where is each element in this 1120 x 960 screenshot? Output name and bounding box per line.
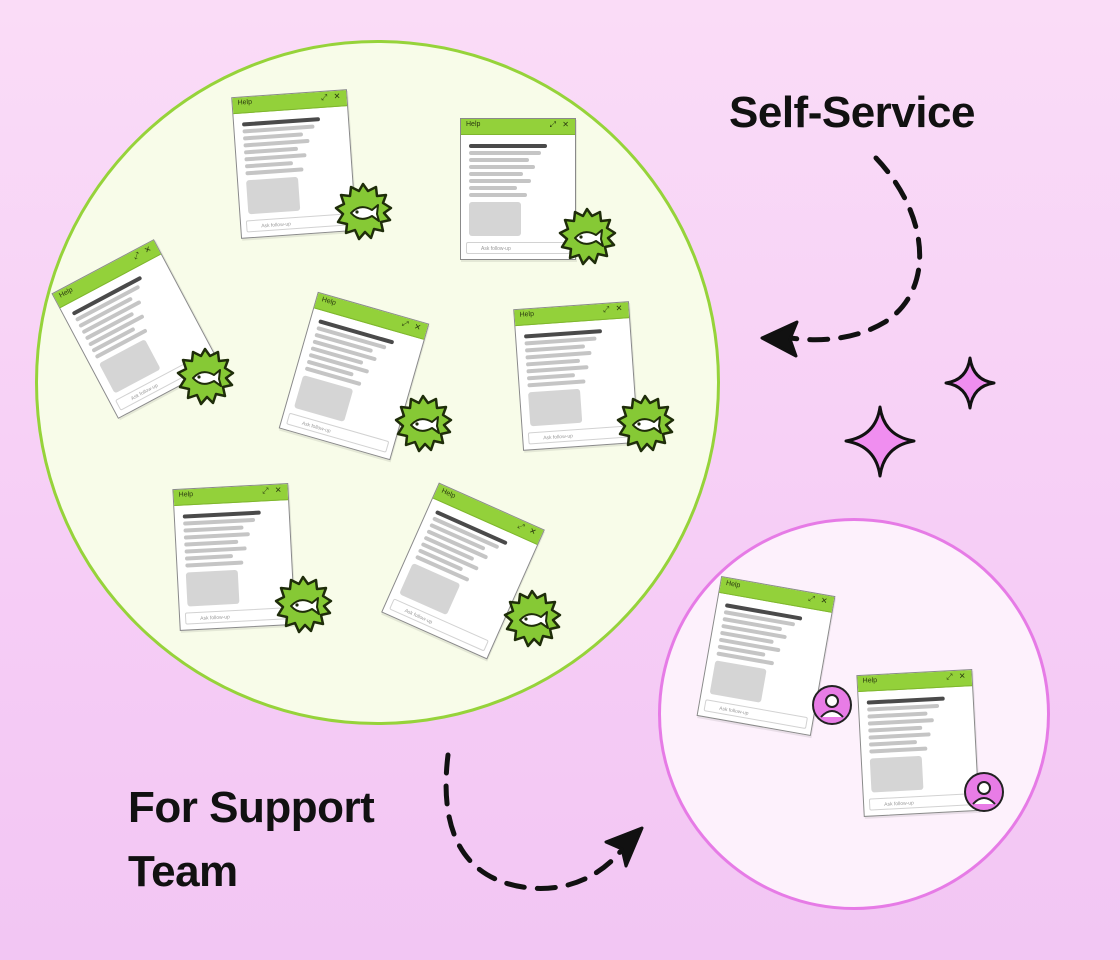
card-title: Help [320, 296, 337, 308]
card-text-line [183, 525, 244, 533]
card-title: Help [862, 677, 878, 685]
card-text-line [184, 554, 234, 561]
fish-badge-icon [332, 181, 394, 248]
card-title: Help [237, 98, 253, 107]
sparkle-large-icon [844, 405, 916, 478]
fish-badge-icon [614, 393, 676, 460]
card-titlebar: Help ⤢ ✕ [461, 119, 575, 135]
card-text-line [867, 711, 928, 719]
fish-badge-icon [392, 393, 454, 460]
fish-badge-icon [556, 206, 618, 273]
card-image-placeholder [293, 374, 354, 423]
card-title: Help [440, 487, 457, 500]
card-text-line [469, 193, 527, 197]
card-text-line [469, 158, 529, 162]
card-text-line [184, 546, 247, 554]
card-text-line [244, 161, 294, 169]
card-text-line [183, 532, 250, 540]
fish-badge-icon [272, 574, 334, 641]
help-card: Help ⤢ ✕ Ask follow-up [856, 669, 980, 817]
person-avatar-icon [964, 772, 1004, 812]
fish-badge-icon [501, 588, 563, 655]
card-window-controls-icon: ⤢ ✕ [320, 91, 343, 102]
fish-badge-icon [174, 346, 236, 413]
card-text-line [183, 517, 256, 526]
card-text-line [867, 703, 940, 712]
card-title: Help [58, 286, 75, 300]
card-image-placeholder [469, 202, 521, 236]
card-text-line [526, 373, 576, 381]
card-image-placeholder [709, 660, 767, 703]
card-ask-input: Ask follow-up [466, 242, 570, 254]
card-text-line [242, 124, 315, 134]
card-window-controls-icon: ⤢ ✕ [807, 593, 831, 607]
card-image-placeholder [246, 176, 301, 215]
card-text-line [867, 718, 934, 726]
card-title: Help [466, 121, 481, 128]
card-text-line [868, 740, 918, 747]
self-service-dashed-arrow-icon [760, 155, 923, 358]
for-support-team-label: For Support Team [128, 783, 375, 896]
card-image-placeholder [528, 388, 583, 427]
card-text-line [868, 725, 923, 733]
card-window-controls-icon: ⤢ ✕ [400, 318, 424, 333]
card-text-line [469, 186, 517, 190]
card-text-line [868, 732, 931, 740]
card-title: Help [725, 580, 741, 590]
card-text-line [525, 350, 592, 360]
card-ask-input: Ask follow-up [868, 793, 974, 811]
self-service-label: Self-Service [729, 88, 975, 137]
card-text-line [869, 746, 928, 754]
card-image-placeholder [185, 569, 240, 607]
card-text-line [526, 365, 589, 374]
card-image-placeholder [869, 755, 924, 793]
card-text-line [469, 179, 531, 183]
card-heading-line [469, 144, 547, 148]
card-text-line [469, 165, 535, 169]
card-window-controls-icon: ⤢ ✕ [262, 485, 284, 496]
card-title: Help [178, 491, 194, 499]
card-window-controls-icon: ⤢ ✕ [946, 671, 968, 682]
card-text-line [244, 153, 307, 162]
card-text-line [184, 539, 239, 547]
card-window-controls-icon: ⤢ ✕ [602, 303, 625, 314]
card-text-line [469, 172, 523, 176]
card-text-line [527, 379, 586, 388]
card-text-line [185, 560, 244, 568]
card-window-controls-icon: ⤢ ✕ [549, 120, 571, 129]
sparkle-small-icon [944, 356, 996, 410]
card-text-line [243, 138, 310, 148]
card-title: Help [519, 310, 535, 319]
support-dashed-arrow-icon [443, 752, 644, 891]
help-card: Help ⤢ ✕ Ask follow-up [460, 118, 576, 260]
person-avatar-icon [812, 685, 852, 725]
card-text-line [469, 151, 541, 155]
card-text-line [524, 336, 597, 346]
card-text-line [245, 167, 304, 176]
